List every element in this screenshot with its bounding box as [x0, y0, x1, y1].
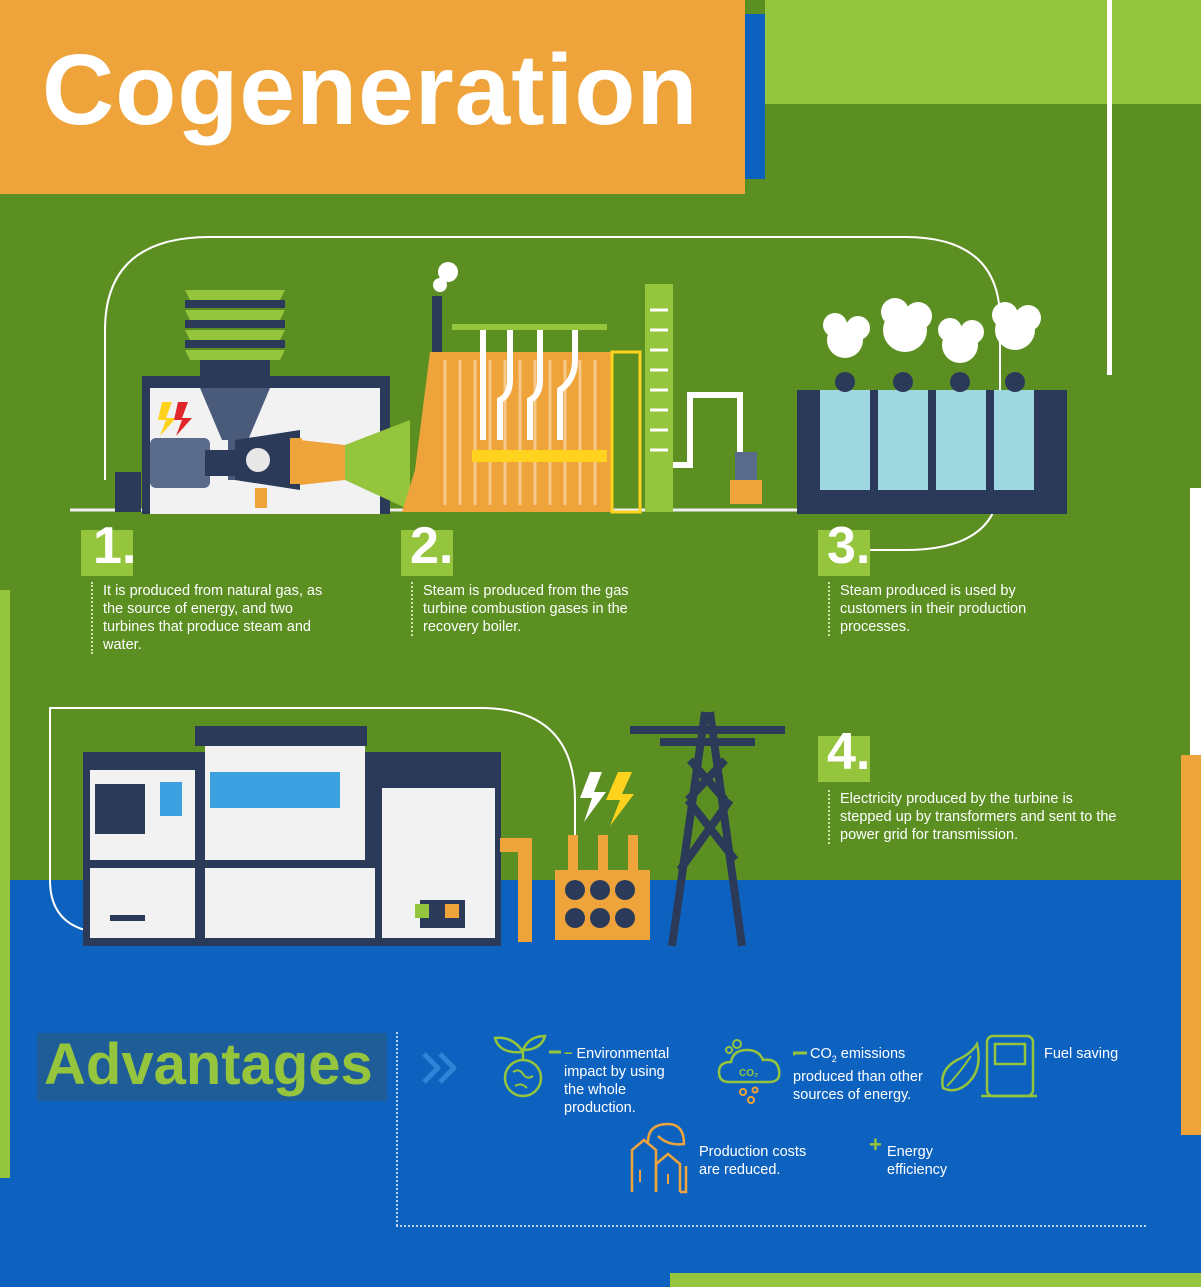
step-2-text: Steam is produced from the gas turbine c…	[411, 582, 673, 636]
co2-cloud-icon: CO₂	[717, 1039, 795, 1104]
advantages-title-box	[37, 1033, 387, 1101]
advantage-fuel-text: Fuel saving	[1044, 1046, 1119, 1062]
advantage-environmental-text: − Environmental impact by using the whol…	[564, 1046, 670, 1116]
advantage-co2-text: CO2 emissions produced than other source…	[793, 1046, 923, 1103]
advantages-divider-v	[396, 1032, 398, 1226]
process-illustration	[49, 236, 1067, 947]
step-1-text: It is produced from natural gas, as the …	[91, 582, 343, 654]
minus-icon: −	[564, 1046, 573, 1062]
decor-lime-bottom-bar	[670, 1273, 1201, 1287]
step-3-number: 3.	[827, 517, 871, 575]
step-2-marker	[401, 530, 453, 576]
page-title: Cogeneration	[42, 34, 699, 146]
plus-icon: +	[869, 1132, 882, 1157]
advantages-divider-h	[396, 1225, 1146, 1227]
cost-buildings-icon	[630, 1122, 688, 1194]
step-1-marker	[81, 530, 133, 576]
power-pylon	[630, 711, 785, 947]
decor-lime-left-bar	[0, 590, 10, 1178]
transformer	[555, 772, 650, 940]
advantage-costs-text: Production costs are reduced.	[699, 1144, 807, 1178]
gas-turbine-building	[115, 290, 410, 514]
process-outline-bottom	[49, 707, 576, 880]
decor-white-bar	[1190, 488, 1201, 903]
step-2-number: 2.	[410, 517, 454, 575]
title-banner	[0, 0, 745, 194]
step-4-number: 4.	[827, 723, 871, 781]
fuel-pump-icon	[941, 1034, 1037, 1098]
step-4-marker	[818, 736, 870, 782]
decor-white-line	[1107, 0, 1112, 375]
step-1-number: 1.	[93, 517, 137, 575]
plant-globe-icon	[493, 1034, 561, 1098]
chevron-right-double-icon	[422, 1052, 457, 1084]
office-building	[83, 726, 532, 946]
cooling-towers	[797, 298, 1067, 514]
advantages-title: Advantages	[44, 1032, 373, 1097]
decor-lime-band	[765, 0, 1201, 104]
step-3-marker	[818, 530, 870, 576]
advantage-efficiency-text: Energy efficiency	[887, 1144, 948, 1178]
process-outline	[104, 236, 1001, 551]
step-3-text: Steam produced is used by customers in t…	[828, 582, 1080, 636]
decor-blue-strip	[745, 14, 765, 179]
co2-label: CO₂	[739, 1068, 758, 1079]
decor-orange-bar	[1181, 755, 1201, 1135]
minus-icon	[793, 1051, 807, 1055]
step-4-text: Electricity produced by the turbine is s…	[828, 790, 1120, 844]
recovery-boiler	[402, 262, 762, 514]
